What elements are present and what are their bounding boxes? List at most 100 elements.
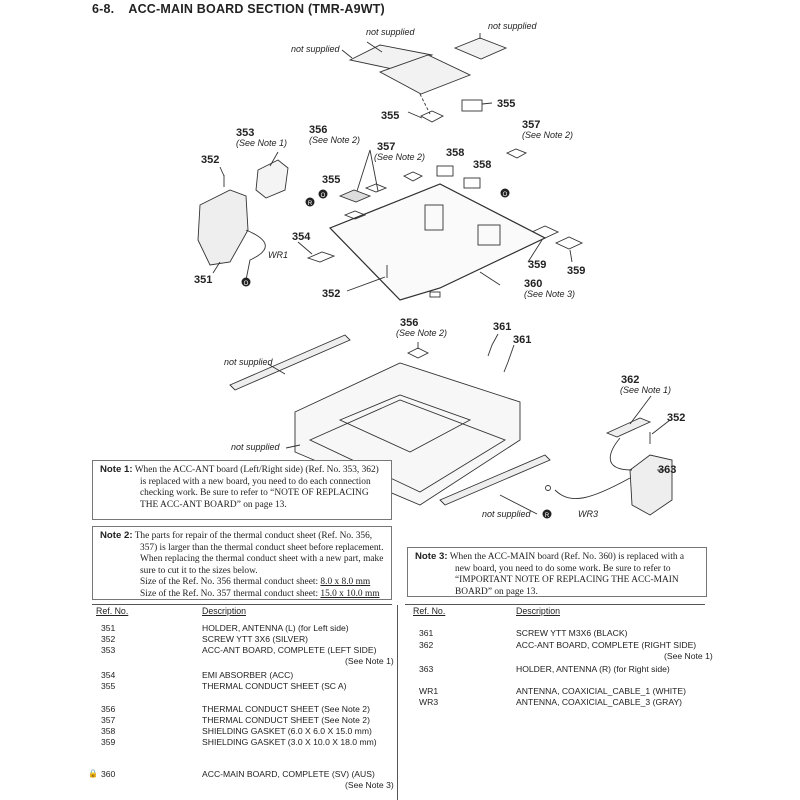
table-top-rule-left [92, 604, 392, 605]
mark-r: R [545, 513, 550, 519]
callout-357: 357 [377, 141, 395, 153]
part-ref: WR1 [419, 686, 439, 696]
note-ref-353: (See Note 1) [236, 138, 287, 148]
holder-antenna-left [197, 189, 249, 266]
part-desc: SCREW YTT M3X6 (BLACK) [516, 628, 628, 638]
not-supplied-label: not supplied [291, 44, 341, 54]
note-2-heading: Note 2: [100, 530, 133, 541]
part-desc: ACC-ANT BOARD, COMPLETE (LEFT SIDE) [202, 645, 377, 655]
section-number: 6-8. [92, 2, 115, 16]
col-desc-header: Description [202, 606, 247, 616]
note-2-size2-label: Size of the Ref. No. 357 thermal conduct… [140, 588, 319, 599]
note-ref-360: (See Note 3) [524, 289, 575, 299]
acc-ant-board-right [605, 417, 652, 438]
table-divider [397, 605, 398, 800]
note-ref-357: (See Note 2) [374, 152, 425, 162]
part-ref: 356 [101, 704, 116, 714]
callout-358: 358 [473, 159, 491, 171]
acc-ant-board-left [255, 159, 289, 199]
shield-plate [378, 54, 472, 95]
part-desc: THERMAL CONDUCT SHEET (SC A) [202, 681, 347, 691]
callout-361: 361 [513, 334, 531, 346]
part-ref: 354 [101, 670, 116, 680]
note-1-box: Note 1: When the ACC-ANT board (Left/Rig… [92, 460, 392, 520]
mark-r: R [308, 201, 313, 207]
mark-o: O [321, 193, 326, 199]
part-desc: SHIELDING GASKET (3.0 X 10.0 X 18.0 mm) [202, 737, 377, 747]
note-2-size1-label: Size of the Ref. No. 356 thermal conduct… [140, 577, 319, 588]
part-ref: 352 [101, 634, 116, 644]
callout-355: 355 [497, 98, 515, 110]
callout-354: 354 [292, 231, 311, 243]
lock-icon: 🔒 [88, 769, 98, 778]
sheet-top-right [453, 37, 508, 60]
mark-o: O [503, 192, 508, 198]
part-desc: HOLDER, ANTENNA (R) (for Right side) [516, 664, 670, 674]
part-ref: 362 [419, 640, 434, 650]
part-note: (See Note 3) [345, 780, 394, 790]
col-ref-header: Ref. No. [413, 606, 446, 616]
callout-352: 352 [667, 412, 685, 424]
note-2-size1-value: 8.0 x 8.0 mm [320, 577, 371, 588]
rail-left [229, 334, 351, 391]
note-2-box: Note 2: The parts for repair of the ther… [92, 526, 392, 600]
mark-o: O [244, 281, 249, 287]
part-ref: 357 [101, 715, 116, 725]
parts-table-left: Ref. No. Description 351 HOLDER, ANTENNA… [88, 606, 394, 790]
callout-359: 359 [567, 265, 585, 277]
part-355-block [461, 99, 483, 112]
callout-360: 360 [524, 278, 542, 290]
note-3-text: When the ACC-MAIN board (Ref. No. 360) i… [449, 552, 685, 597]
callout-355: 355 [381, 110, 399, 122]
note-1-text: When the ACC-ANT board (Left/Right side)… [134, 465, 379, 510]
part-note: (See Note 1) [664, 651, 713, 661]
part-desc: ANTENNA, COAXICIAL_CABLE_1 (WHITE) [516, 686, 687, 696]
callout-363: 363 [658, 464, 676, 476]
part-ref: 363 [419, 664, 434, 674]
part-ref: 351 [101, 623, 116, 633]
page-title: 6-8. ACC-MAIN BOARD SECTION (TMR-A9WT) [92, 2, 385, 16]
col-desc-header: Description [516, 606, 561, 616]
callout-356: 356 [400, 317, 418, 329]
callout-357: 357 [522, 119, 540, 131]
note-2-text: The parts for repair of the thermal cond… [134, 531, 384, 576]
part-desc: ACC-MAIN BOARD, COMPLETE (SV) (AUS) [202, 769, 375, 779]
part-ref: 361 [419, 628, 434, 638]
note-ref-356: (See Note 2) [396, 328, 447, 338]
wire-label-wr1: WR1 [268, 250, 288, 260]
part-desc: SCREW YTT 3X6 (SILVER) [202, 634, 309, 644]
note-2-size2-value: 15.0 x 10.0 mm [320, 588, 380, 599]
part-note: (See Note 1) [345, 656, 394, 666]
part-ref: WR3 [419, 697, 439, 707]
not-supplied-label: not supplied [482, 509, 532, 519]
part-desc: THERMAL CONDUCT SHEET (See Note 2) [202, 704, 370, 714]
callout-352: 352 [201, 154, 219, 166]
part-desc: THERMAL CONDUCT SHEET (See Note 2) [202, 715, 370, 725]
note-ref-362: (See Note 1) [620, 385, 671, 395]
note-3-heading: Note 3: [415, 551, 448, 562]
callout-352: 352 [322, 288, 340, 300]
callout-351: 351 [194, 274, 212, 286]
part-desc: EMI ABSORBER (ACC) [202, 670, 294, 680]
note-ref-356: (See Note 2) [309, 135, 360, 145]
not-supplied-label: not supplied [231, 442, 281, 452]
callout-362: 362 [621, 374, 639, 386]
part-ref: 355 [101, 681, 116, 691]
note-ref-357: (See Note 2) [522, 130, 573, 140]
not-supplied-label: not supplied [224, 357, 274, 367]
part-ref: 359 [101, 737, 116, 747]
section-title: ACC-MAIN BOARD SECTION (TMR-A9WT) [128, 2, 385, 16]
col-ref-header: Ref. No. [96, 606, 129, 616]
part-ref: 358 [101, 726, 116, 736]
part-ref: 360 [101, 769, 116, 779]
callout-353: 353 [236, 127, 254, 139]
part-desc: SHIELDING GASKET (6.0 X 6.0 X 15.0 mm) [202, 726, 372, 736]
part-desc: HOLDER, ANTENNA (L) (for Left side) [202, 623, 349, 633]
part-desc: ACC-ANT BOARD, COMPLETE (RIGHT SIDE) [516, 640, 697, 650]
part-355-pad [419, 110, 445, 123]
rail-right [439, 454, 551, 506]
wire-label-wr3: WR3 [578, 509, 598, 519]
callout-355: 355 [322, 174, 340, 186]
